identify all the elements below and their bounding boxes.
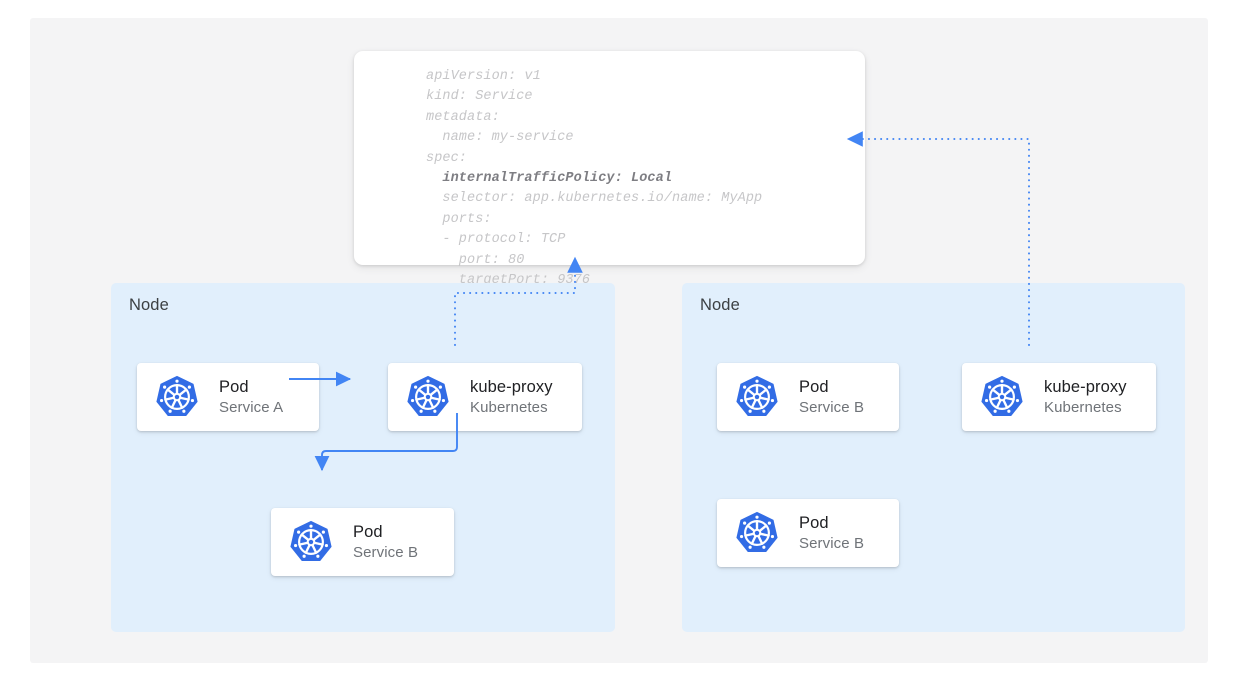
yaml-line: port: 80 (426, 252, 525, 268)
yaml-line: apiVersion: v1 (426, 69, 541, 84)
yaml-line: spec: (426, 150, 468, 166)
card-subtitle: Service B (799, 398, 865, 416)
kubernetes-logo-icon (980, 375, 1024, 419)
card-pod-service-b-left[interactable]: Pod Service B (271, 508, 454, 576)
kubernetes-logo-icon (406, 375, 450, 419)
card-kube-proxy-left[interactable]: kube-proxy Kubernetes (388, 363, 582, 431)
card-subtitle: Service B (799, 534, 865, 552)
yaml-line: selector: app.kubernetes.io/name: MyApp (426, 191, 763, 207)
card-title: Pod (799, 513, 829, 532)
card-pod-service-a[interactable]: Pod Service A (137, 363, 319, 431)
card-kube-proxy-right[interactable]: kube-proxy Kubernetes (962, 363, 1156, 431)
card-subtitle: Service B (353, 543, 419, 561)
card-pod-service-b-right-top[interactable]: Pod Service B (717, 363, 899, 431)
card-title: Pod (799, 377, 829, 396)
card-subtitle: Kubernetes (470, 398, 548, 416)
kubernetes-logo-icon (735, 511, 779, 555)
card-subtitle: Kubernetes (1044, 398, 1122, 416)
service-yaml-text: apiVersion: v1 kind: Service metadata: nam… (426, 67, 762, 291)
card-subtitle: Service A (219, 398, 284, 416)
card-title: kube-proxy (1044, 377, 1127, 396)
yaml-line: kind: Service (426, 89, 533, 105)
yaml-line: name: my-service (426, 130, 574, 146)
node-label: Node (129, 296, 169, 314)
service-yaml-card: apiVersion: v1 kind: Service metadata: nam… (354, 51, 865, 288)
kubernetes-logo-icon (735, 375, 779, 419)
node-container-right: Node (682, 283, 1185, 632)
card-title: Pod (353, 522, 383, 541)
kubernetes-logo-icon (289, 520, 333, 564)
yaml-line: metadata: (426, 109, 500, 125)
kubernetes-logo-icon (155, 375, 199, 419)
diagram-canvas: apiVersion: v1 kind: Service metadata: nam… (30, 18, 1208, 663)
node-container-left: Node (111, 283, 615, 632)
card-title: Pod (219, 377, 249, 396)
card-title: kube-proxy (470, 377, 553, 396)
node-label: Node (700, 296, 740, 314)
yaml-line: - protocol: TCP (426, 232, 566, 248)
card-pod-service-b-right-bottom[interactable]: Pod Service B (717, 499, 899, 567)
yaml-line: internalTrafficPolicy: Local (426, 170, 673, 186)
yaml-line: ports: (426, 211, 492, 227)
